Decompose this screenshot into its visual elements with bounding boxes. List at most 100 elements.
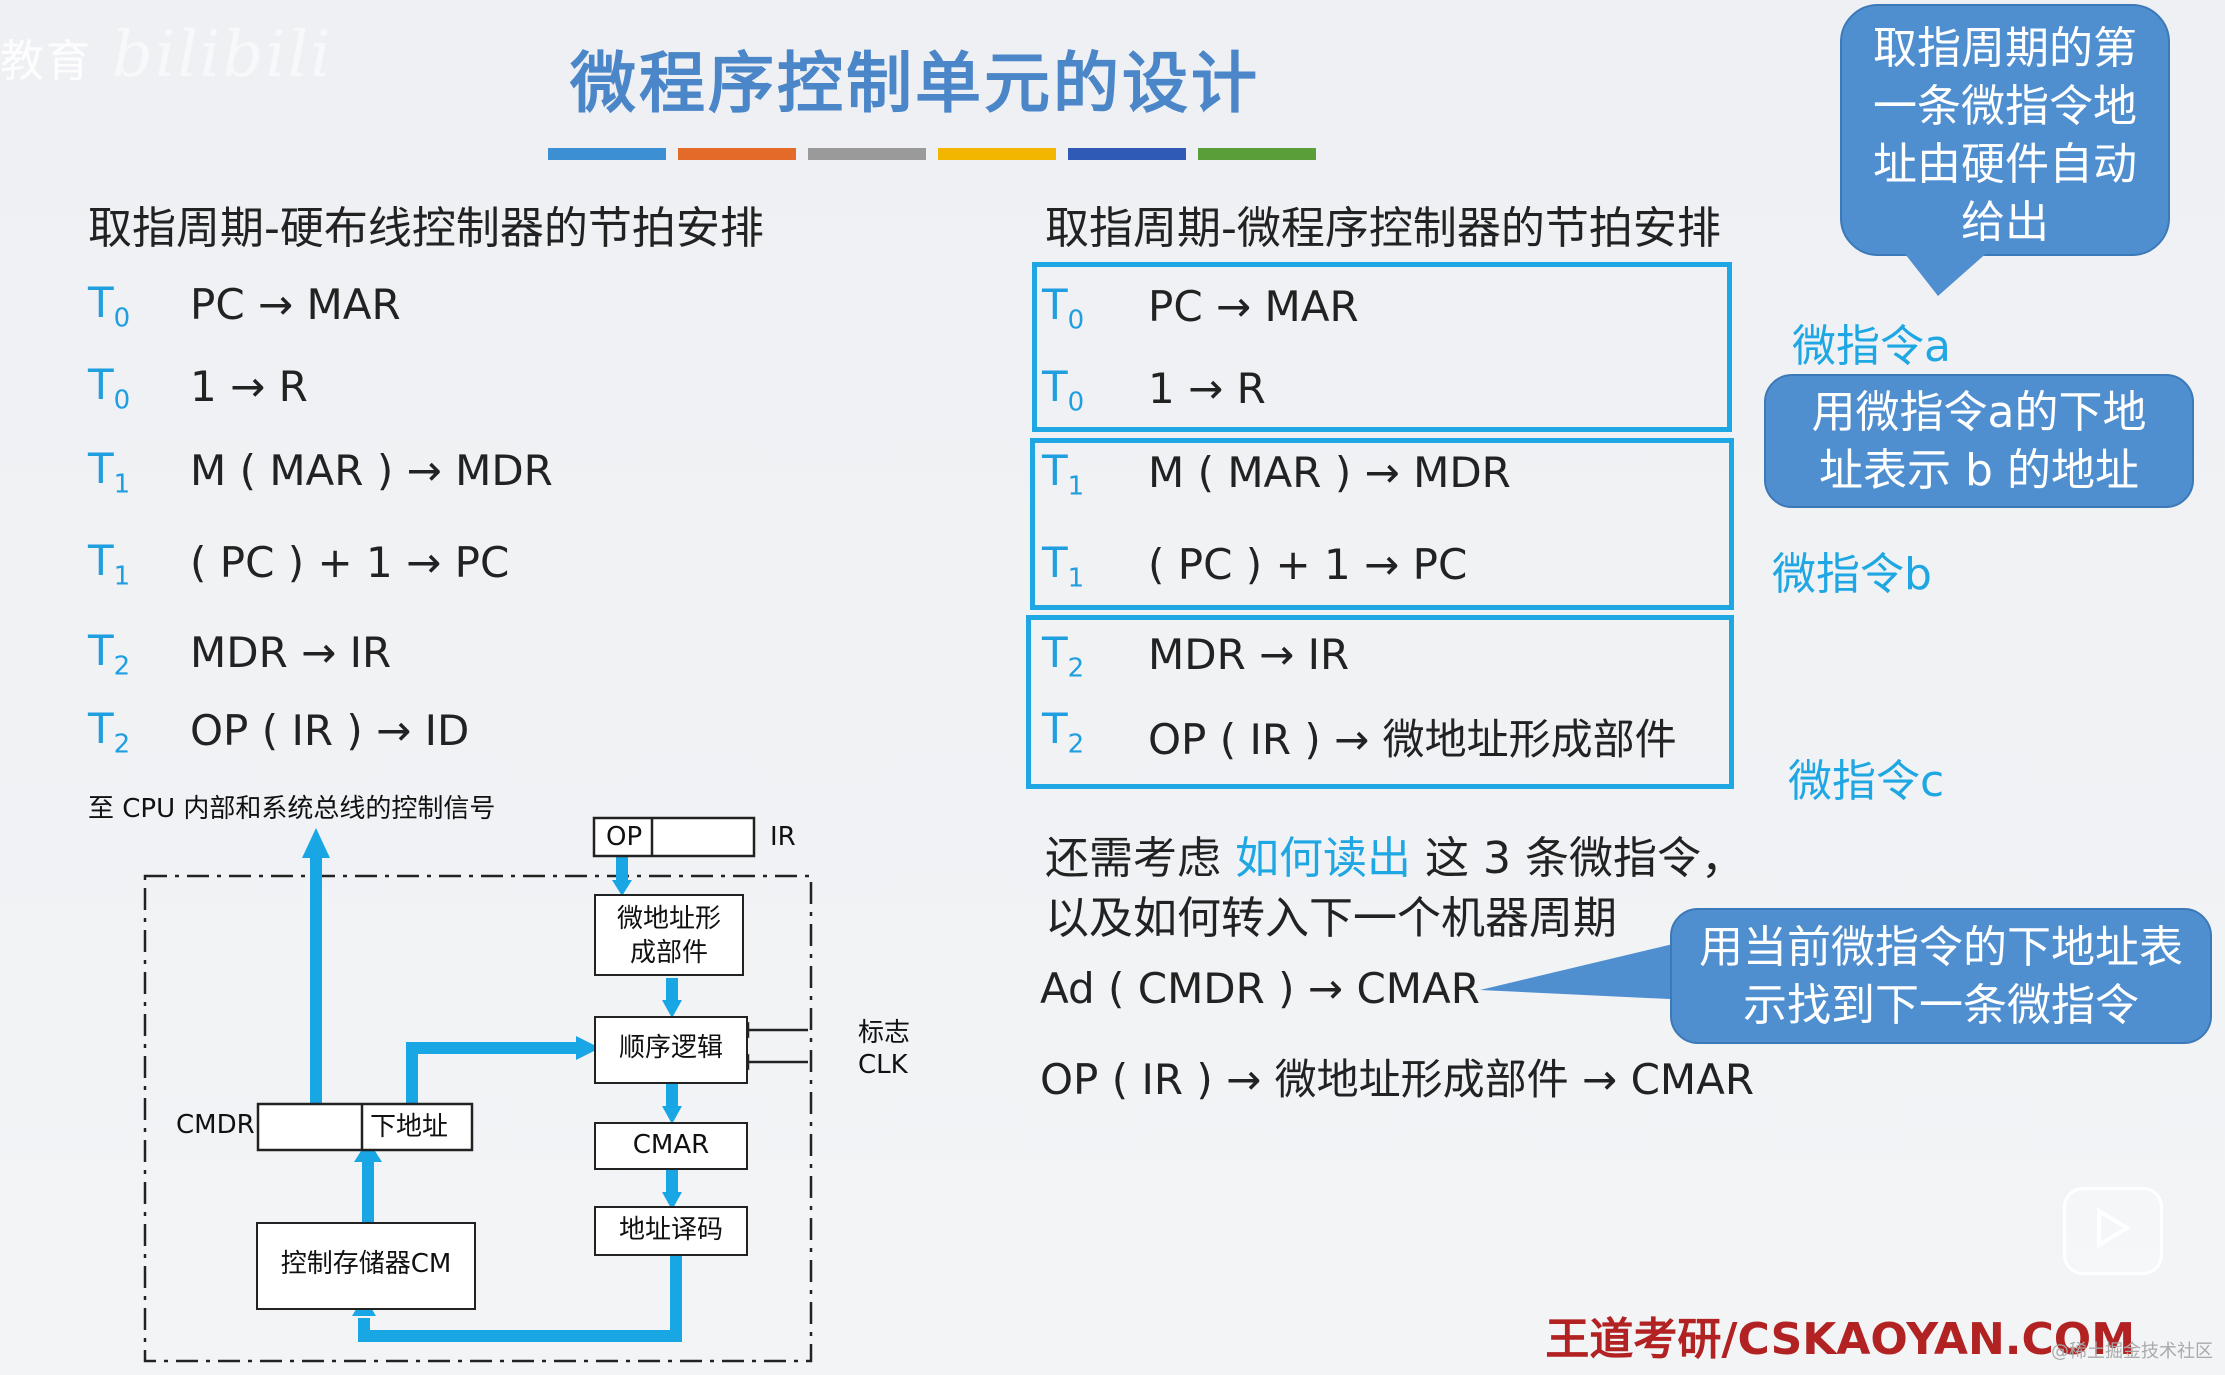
- left-timing-label: T1: [88, 536, 130, 591]
- play-triangle-icon: [2097, 1207, 2131, 1249]
- op-field-label: OP: [606, 822, 643, 852]
- path-decode-to-cm: [358, 1254, 682, 1342]
- callout-bottom-tail: [1480, 940, 1690, 1000]
- arrow-decode-in: [662, 1192, 682, 1210]
- left-timing-label: T1: [88, 444, 130, 499]
- timing-t: T: [1042, 446, 1068, 495]
- control-unit-boundary: [143, 874, 813, 1363]
- callout-bottom-text: 用当前微指令的下地址表示找到下一条微指令: [1699, 922, 2183, 1031]
- path-next-addr-to-seq: [406, 1042, 578, 1104]
- timing-t: T: [88, 360, 114, 409]
- timing-subscript: 0: [113, 303, 131, 334]
- micro-addr-unit-box: 微地址形成部件: [594, 894, 744, 976]
- right-timing-label: T1: [1042, 538, 1084, 593]
- note-line-2: 以及如何转入下一个机器周期: [1045, 893, 1617, 944]
- color-bar-segment: [808, 148, 926, 160]
- play-icon[interactable]: [2063, 1187, 2163, 1275]
- left-micro-op: ( PC ) + 1 → PC: [190, 538, 510, 587]
- timing-subscript: 0: [1067, 387, 1085, 418]
- right-micro-op: ( PC ) + 1 → PC: [1148, 540, 1468, 589]
- watermark-text: 教育: [0, 36, 92, 87]
- right-micro-op: OP ( IR ) → 微地址形成部件: [1148, 715, 1677, 764]
- micro-instruction-c-box: [1026, 615, 1734, 789]
- timing-t: T: [1042, 538, 1068, 587]
- timing-t: T: [88, 536, 114, 585]
- timing-subscript: 2: [113, 651, 131, 682]
- arrow-to-seq: [576, 1036, 600, 1060]
- formula-op: OP ( IR ) → 微地址形成部件 → CMAR: [1040, 1055, 1755, 1104]
- flag-label: 标志: [858, 1018, 911, 1048]
- left-micro-op: OP ( IR ) → ID: [190, 706, 470, 755]
- right-micro-op: 1 → R: [1148, 364, 1266, 413]
- color-bar-segment: [938, 148, 1056, 160]
- callout-first-micro-addr: 取指周期的第一条微指令地址由硬件自动给出: [1840, 4, 2170, 256]
- timing-t: T: [88, 278, 114, 327]
- callout-top-text: 取指周期的第一条微指令地址由硬件自动给出: [1873, 23, 2137, 248]
- control-store-box: 控制存储器CM: [256, 1222, 476, 1310]
- right-heading: 取指周期-微程序控制器的节拍安排: [1045, 203, 1721, 254]
- arrow-up-control: [302, 828, 330, 858]
- next-addr-field: 下地址: [370, 1112, 449, 1142]
- left-timing-label: T2: [88, 704, 130, 759]
- ir-register: [592, 816, 756, 858]
- timing-t: T: [88, 626, 114, 675]
- color-bar-segment: [1198, 148, 1316, 160]
- timing-subscript: 0: [1067, 305, 1085, 336]
- timing-t: T: [1042, 280, 1068, 329]
- timing-t: T: [1042, 628, 1068, 677]
- cmdr-label: CMDR: [176, 1110, 255, 1140]
- left-micro-op: 1 → R: [190, 362, 308, 411]
- bilibili-logo: bilibili: [112, 18, 333, 92]
- left-micro-op: PC → MAR: [190, 280, 401, 329]
- addr-decode-box: 地址译码: [594, 1206, 748, 1256]
- left-micro-op: MDR → IR: [190, 628, 392, 677]
- arrow-cmar-in: [662, 1106, 682, 1124]
- right-micro-op: M ( MAR ) → MDR: [1148, 448, 1511, 497]
- left-timing-label: T0: [88, 278, 130, 333]
- micro-label-c: 微指令c: [1788, 756, 1945, 807]
- diagram-caption: 至 CPU 内部和系统总线的控制信号: [88, 794, 496, 824]
- timing-subscript: 1: [1067, 471, 1085, 502]
- color-bar-segment: [678, 148, 796, 160]
- right-timing-label: T0: [1042, 362, 1084, 417]
- micro-addr-unit-label: 微地址形成部件: [616, 904, 721, 968]
- seq-logic-box: 顺序逻辑: [594, 1016, 748, 1084]
- cmar-box: CMAR: [594, 1122, 748, 1170]
- left-timing-label: T2: [88, 626, 130, 681]
- callout-top-tail: [1902, 250, 1990, 296]
- page-title: 微程序控制单元的设计: [570, 45, 1260, 122]
- left-heading: 取指周期-硬布线控制器的节拍安排: [88, 203, 764, 254]
- clk-label: CLK: [858, 1050, 908, 1080]
- color-bar-segment: [1068, 148, 1186, 160]
- left-micro-op: M ( MAR ) → MDR: [190, 446, 553, 495]
- note-highlight: 如何读出: [1235, 833, 1411, 884]
- right-timing-label: T0: [1042, 280, 1084, 335]
- formula-cmdr: Ad ( CMDR ) → CMAR: [1040, 964, 1480, 1013]
- seq-inputs: [735, 1021, 808, 1071]
- arrow-seq-in: [662, 1000, 682, 1018]
- signal-paths: [310, 856, 682, 1342]
- cmdr-register: [256, 1102, 474, 1152]
- timing-subscript: 2: [1067, 729, 1085, 760]
- right-micro-op: MDR → IR: [1148, 630, 1350, 679]
- timing-subscript: 1: [1067, 563, 1085, 594]
- callout-current-next-addr: 用当前微指令的下地址表示找到下一条微指令: [1670, 908, 2212, 1044]
- right-timing-label: T2: [1042, 704, 1084, 759]
- callout-next-addr-b: 用微指令a的下地址表示 b 的地址: [1764, 374, 2194, 508]
- timing-subscript: 0: [113, 385, 131, 416]
- right-timing-label: T1: [1042, 446, 1084, 501]
- note-post: 这 3 条微指令，: [1425, 833, 1745, 884]
- timing-subscript: 1: [113, 469, 131, 500]
- small-watermark: @稀土掘金技术社区: [2051, 1341, 2213, 1362]
- micro-label-a: 微指令a: [1792, 321, 1951, 372]
- timing-subscript: 2: [113, 729, 131, 760]
- timing-t: T: [1042, 704, 1068, 753]
- footer-brand: 王道考研/CSKAOYAN.COM: [1545, 1314, 2135, 1365]
- watermark: 教育 bilibili: [0, 18, 333, 92]
- right-timing-label: T2: [1042, 628, 1084, 683]
- timing-subscript: 2: [1067, 653, 1085, 684]
- timing-t: T: [1042, 362, 1068, 411]
- timing-t: T: [88, 704, 114, 753]
- callout-middle-text: 用微指令a的下地址表示 b 的地址: [1811, 387, 2147, 496]
